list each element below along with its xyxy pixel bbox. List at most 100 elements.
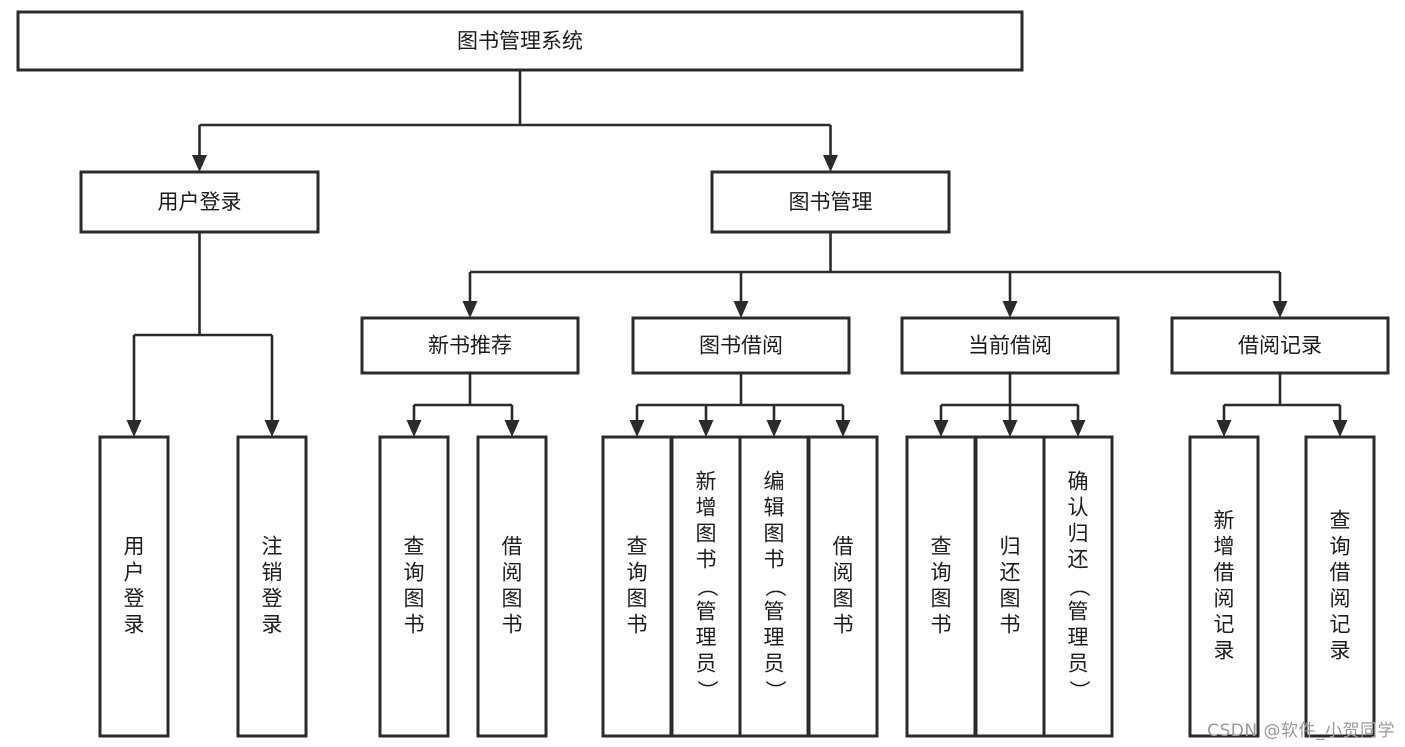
node-root-system[interactable]: 图书管理系统 bbox=[16, 10, 1024, 72]
node-level2-1[interactable]: 图书借阅 bbox=[631, 316, 851, 375]
svg-text:（: （ bbox=[695, 576, 719, 597]
svg-text:注: 注 bbox=[262, 535, 283, 559]
svg-text:借: 借 bbox=[1214, 561, 1235, 585]
node-user-login-rect bbox=[79, 170, 320, 234]
svg-text:理: 理 bbox=[764, 626, 785, 650]
svg-text:）: ） bbox=[763, 680, 787, 701]
svg-text:阅: 阅 bbox=[1330, 587, 1351, 611]
svg-text:员: 员 bbox=[696, 652, 717, 676]
connector-bookmgmt-to-l2-3-arrowhead bbox=[1272, 301, 1288, 318]
svg-text:书: 书 bbox=[833, 613, 854, 637]
connector-borrow-record-to-leaf-1-arrowhead bbox=[1332, 420, 1348, 437]
node-user-login-label: 用户登录 bbox=[158, 190, 242, 214]
svg-text:录: 录 bbox=[124, 613, 145, 637]
svg-text:管: 管 bbox=[696, 600, 717, 624]
svg-text:新: 新 bbox=[696, 470, 717, 494]
svg-text:图: 图 bbox=[502, 587, 523, 611]
svg-text:认: 认 bbox=[1068, 496, 1089, 520]
connector-root-to-l1-0-arrowhead bbox=[192, 155, 207, 172]
svg-text:询: 询 bbox=[404, 561, 425, 585]
leaf-current-borrow-0-rect bbox=[905, 435, 977, 738]
svg-text:阅: 阅 bbox=[502, 561, 523, 585]
svg-text:还: 还 bbox=[1000, 561, 1021, 585]
node-level2-2[interactable]: 当前借阅 bbox=[900, 316, 1120, 375]
connector-user-login-to-leaf-1-arrowhead bbox=[264, 420, 280, 437]
svg-text:图: 图 bbox=[1000, 587, 1021, 611]
connector-new-book-to-leaf-0-arrowhead bbox=[406, 420, 422, 437]
leaf-user-login-0[interactable]: 用户登录 bbox=[98, 435, 170, 738]
connector-bookmgmt-to-l2-1-arrowhead bbox=[733, 301, 749, 318]
svg-text:录: 录 bbox=[262, 613, 283, 637]
node-level2-1-rect bbox=[631, 316, 851, 375]
svg-text:用: 用 bbox=[124, 535, 145, 559]
svg-text:书: 书 bbox=[931, 613, 952, 637]
svg-text:图: 图 bbox=[696, 522, 717, 546]
svg-text:归: 归 bbox=[1068, 522, 1089, 546]
svg-text:户: 户 bbox=[124, 561, 145, 585]
svg-text:增: 增 bbox=[1214, 535, 1235, 559]
svg-text:书: 书 bbox=[404, 613, 425, 637]
svg-text:借: 借 bbox=[502, 535, 523, 559]
node-level2-0[interactable]: 新书推荐 bbox=[360, 316, 580, 375]
svg-text:图: 图 bbox=[627, 587, 648, 611]
leaf-borrow-record-0-rect bbox=[1188, 435, 1260, 738]
node-level2-1-label: 图书借阅 bbox=[699, 334, 783, 358]
svg-text:（: （ bbox=[763, 576, 787, 597]
leaf-new-book-0-rect bbox=[378, 435, 450, 738]
svg-text:编: 编 bbox=[764, 470, 785, 494]
svg-text:）: ） bbox=[1067, 680, 1091, 701]
connector-current-borrow-to-leaf-2-arrowhead bbox=[1070, 420, 1086, 437]
svg-text:销: 销 bbox=[262, 561, 283, 585]
connector-bookmgmt-to-l2-2-arrowhead bbox=[1002, 301, 1018, 318]
svg-text:图: 图 bbox=[931, 587, 952, 611]
node-level2-3[interactable]: 借阅记录 bbox=[1170, 316, 1390, 375]
svg-text:查: 查 bbox=[1330, 509, 1351, 533]
svg-text:增: 增 bbox=[696, 496, 717, 520]
leaf-user-login-1-rect bbox=[236, 435, 308, 738]
svg-text:还: 还 bbox=[1068, 548, 1089, 572]
svg-text:确: 确 bbox=[1068, 470, 1089, 494]
svg-text:书: 书 bbox=[1000, 613, 1021, 637]
node-user-login[interactable]: 用户登录 bbox=[79, 170, 320, 234]
svg-text:（: （ bbox=[1067, 576, 1091, 597]
leaf-borrow-record-1-rect bbox=[1304, 435, 1376, 738]
connector-current-borrow-to-leaf-1-arrowhead bbox=[1002, 420, 1018, 437]
svg-text:询: 询 bbox=[627, 561, 648, 585]
connector-borrow-record-to-leaf-0-arrowhead bbox=[1216, 420, 1232, 437]
svg-text:查: 查 bbox=[627, 535, 648, 559]
svg-text:理: 理 bbox=[1068, 626, 1089, 650]
svg-text:登: 登 bbox=[262, 587, 283, 611]
node-book-management[interactable]: 图书管理 bbox=[710, 170, 951, 234]
connector-book-borrow-to-leaf-1-arrowhead bbox=[698, 420, 714, 437]
svg-text:）: ） bbox=[695, 680, 719, 701]
svg-text:查: 查 bbox=[404, 535, 425, 559]
node-level2-0-label: 新书推荐 bbox=[428, 334, 512, 358]
leaf-user-login-0-label: 用户登录 bbox=[124, 535, 145, 637]
node-root-system-rect bbox=[16, 10, 1024, 72]
svg-text:记: 记 bbox=[1330, 613, 1351, 637]
svg-text:阅: 阅 bbox=[833, 561, 854, 585]
svg-text:归: 归 bbox=[1000, 535, 1021, 559]
svg-text:图: 图 bbox=[764, 522, 785, 546]
